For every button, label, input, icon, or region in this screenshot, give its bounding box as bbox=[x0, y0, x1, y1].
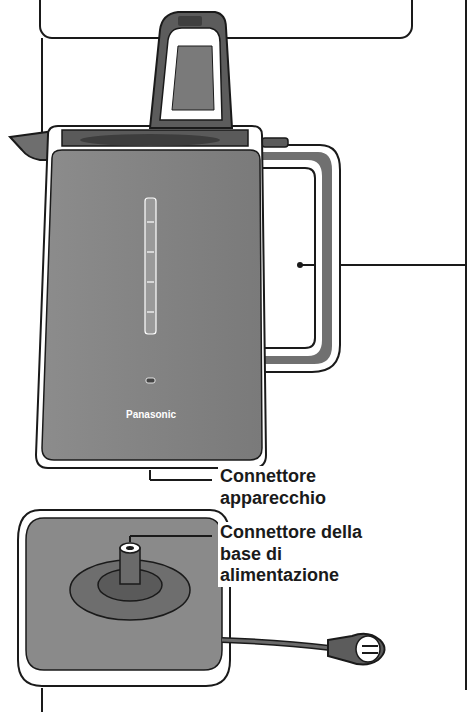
brand-logo: Panasonic bbox=[126, 409, 186, 420]
part-label: Connettore apparecchio bbox=[218, 466, 392, 509]
part-label: Connettore della base di alimentazione bbox=[218, 522, 392, 587]
